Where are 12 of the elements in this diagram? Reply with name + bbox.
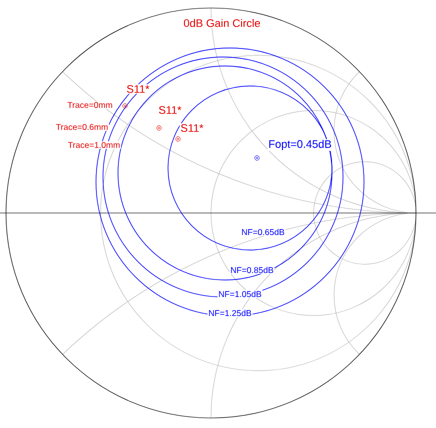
trace-label: Trace=0.6mm: [55, 123, 109, 131]
circle-label: NF=1.25dB: [208, 309, 252, 317]
circle-label: NF=0.85dB: [230, 266, 274, 274]
circle-label: NF=1.05dB: [218, 290, 262, 298]
circle-label: NF=0.65dB: [240, 228, 286, 236]
trace-label: Trace=0mm: [66, 101, 114, 109]
marker-label: S11*: [158, 105, 182, 115]
marker-label: S11*: [180, 123, 204, 133]
chart-title: 0dB Gain Circle: [182, 18, 262, 28]
marker-label: S11*: [126, 84, 150, 94]
trace-label: Trace=1.0mm: [67, 141, 121, 149]
marker-label: Fopt=0.45dB: [268, 139, 332, 151]
